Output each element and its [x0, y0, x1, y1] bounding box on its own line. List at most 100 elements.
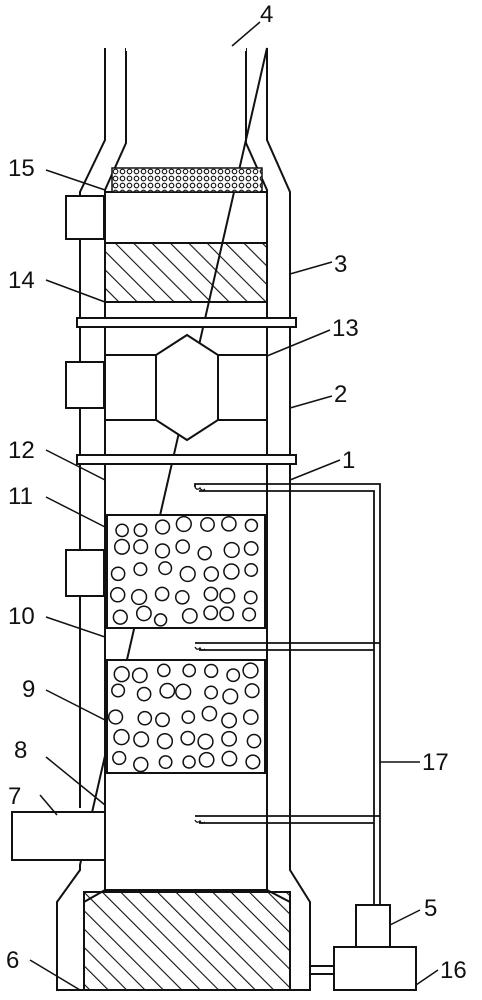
pellet [244, 563, 259, 577]
label-9: 9 [22, 676, 35, 703]
label-1: 1 [342, 447, 355, 474]
pellet [175, 683, 192, 700]
pellet [197, 545, 212, 561]
flange-lower [76, 454, 297, 465]
right-block [217, 354, 268, 421]
pellet [244, 683, 260, 699]
pellet [156, 663, 171, 678]
label-17: 17 [422, 749, 449, 776]
spray-pipe-top [194, 483, 381, 905]
nozzle-top [194, 486, 206, 491]
label-2: 2 [334, 381, 347, 408]
pellet [112, 609, 128, 625]
pellet [153, 613, 168, 627]
pellet [219, 587, 236, 604]
pellet [244, 518, 259, 533]
water-tank [333, 946, 417, 991]
pellet [154, 519, 171, 535]
pellet [111, 683, 126, 698]
inlet-pipe [11, 811, 106, 861]
pellet [136, 686, 152, 702]
pellet [181, 607, 198, 624]
pellet [180, 730, 196, 746]
pellet [113, 728, 130, 746]
base-block [83, 891, 291, 991]
hexagon-element [155, 333, 219, 442]
pellet [221, 515, 237, 532]
pellet [221, 730, 238, 747]
label-6: 6 [6, 947, 19, 974]
label-7: 7 [8, 783, 21, 810]
side-port-top [65, 195, 105, 240]
pellet [242, 607, 257, 622]
label-8: 8 [14, 737, 27, 764]
pellet [242, 662, 259, 679]
label-10: 10 [8, 603, 35, 630]
pellet [133, 562, 148, 577]
label-16: 16 [440, 957, 467, 984]
left-block [104, 354, 157, 421]
pellet [107, 709, 124, 725]
pellet [154, 586, 170, 602]
pellet [133, 539, 149, 555]
pellet [204, 685, 219, 700]
pellet [182, 663, 197, 678]
label-11: 11 [8, 483, 33, 510]
pellet [246, 733, 262, 749]
pellet [243, 540, 259, 556]
pellet [109, 587, 126, 603]
pellet [155, 712, 170, 728]
pellet [245, 754, 261, 770]
pellet [113, 538, 131, 555]
pellet [204, 663, 219, 679]
pellet [159, 682, 176, 699]
pellet [154, 543, 171, 559]
pellet [200, 517, 215, 532]
hatched-filter-layer [104, 242, 268, 303]
pellet [110, 566, 126, 582]
pellet [222, 688, 239, 705]
pellet [181, 710, 196, 725]
pellets-upper [109, 515, 259, 627]
side-port-mid [65, 361, 105, 409]
pellet [242, 709, 259, 725]
pellet [175, 539, 191, 554]
pellet [158, 755, 173, 770]
pellet [198, 751, 215, 768]
label-15: 15 [8, 155, 35, 182]
label-4: 4 [260, 1, 273, 28]
pellet [156, 733, 174, 750]
pellet [221, 712, 238, 729]
pellet [201, 705, 218, 722]
top-outlet [126, 48, 246, 51]
outer-shell [56, 47, 311, 991]
pellet [130, 588, 148, 606]
nozzle-mid [194, 646, 206, 651]
label-5: 5 [424, 895, 437, 922]
demister-mesh [111, 167, 263, 193]
flange-upper [76, 317, 297, 328]
pellet [133, 731, 150, 748]
pellet [203, 566, 220, 582]
pellet [175, 515, 192, 533]
pellet [203, 605, 219, 621]
pellet [113, 666, 130, 683]
side-port-low [65, 549, 105, 597]
label-12: 12 [8, 437, 35, 464]
pellet [179, 565, 196, 583]
pellet [137, 710, 153, 726]
label-3: 3 [334, 251, 347, 278]
pellet [226, 668, 241, 683]
pellet [158, 561, 173, 576]
pellet [243, 590, 258, 605]
pellet [115, 523, 129, 538]
pellet [221, 750, 238, 767]
pellet [174, 589, 190, 605]
label-14: 14 [8, 267, 35, 294]
pellets-lower [107, 662, 262, 773]
pellet [133, 523, 148, 538]
pellet [182, 755, 196, 769]
pellet [203, 586, 219, 602]
pump [355, 904, 391, 948]
